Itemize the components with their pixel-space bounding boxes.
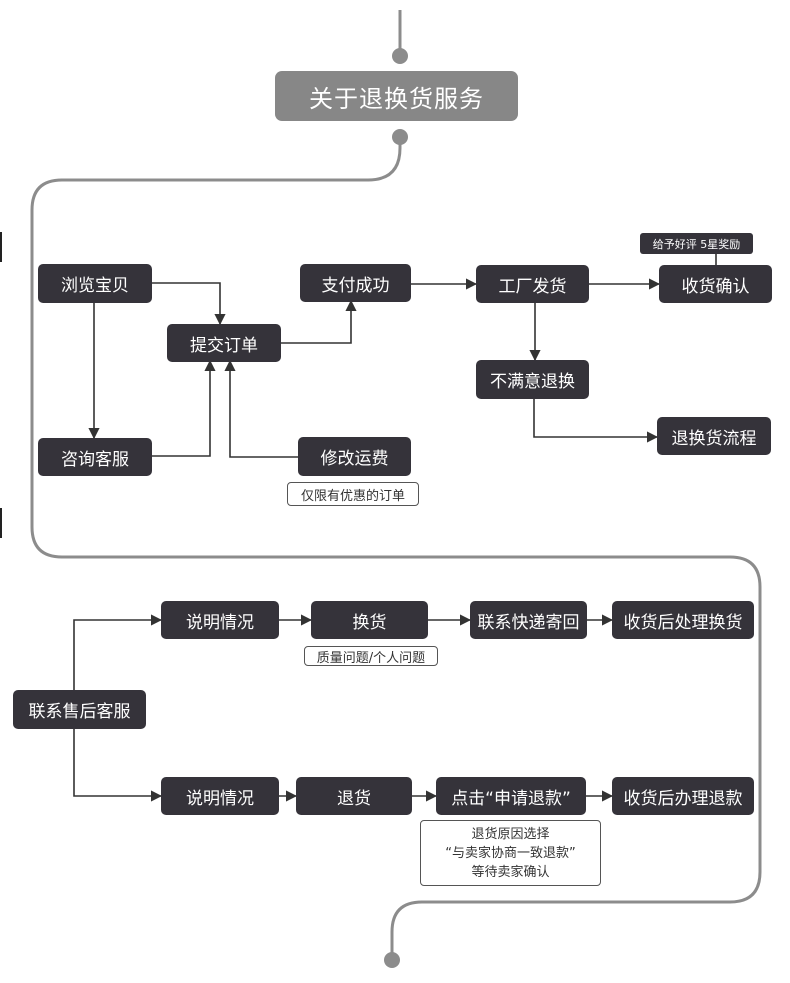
node-explain-exchange: 说明情况 [161, 601, 279, 639]
note-modify-shipping: 仅限有优惠的订单 [287, 482, 419, 506]
track-dots [384, 48, 408, 968]
node-mail-back: 联系快递寄回 [470, 601, 587, 639]
decorative-track [30, 10, 762, 960]
note-refund-line: 等待卖家确认 [471, 864, 550, 880]
note-refund-line: “与卖家协商一致退款” [445, 845, 576, 861]
page-title: 关于退换货服务 [275, 71, 518, 121]
node-modify-shipping: 修改运费 [298, 437, 411, 476]
node-unsatisfied: 不满意退换 [476, 360, 589, 399]
review-reward-badge: 给予好评 5星奖励 [640, 233, 753, 254]
edge-mark [0, 508, 2, 538]
note-exchange: 质量问题/个人问题 [304, 646, 438, 666]
node-factory-ship: 工厂发货 [476, 265, 589, 303]
node-explain-refund: 说明情况 [161, 777, 279, 815]
node-browse: 浏览宝贝 [38, 264, 152, 303]
note-refund-line: 退货原因选择 [471, 826, 550, 842]
node-return: 退货 [296, 777, 412, 815]
node-return-process: 退换货流程 [657, 417, 771, 455]
node-contact-service: 联系售后客服 [13, 690, 146, 729]
node-consult: 咨询客服 [38, 438, 152, 476]
node-confirm-receipt: 收货确认 [659, 265, 772, 303]
edge-mark [0, 232, 2, 262]
node-after-receipt-refund: 收货后办理退款 [612, 777, 754, 815]
node-submit-order: 提交订单 [167, 324, 281, 362]
node-after-receipt-exchange: 收货后处理换货 [612, 601, 754, 639]
note-refund: 退货原因选择 “与卖家协商一致退款” 等待卖家确认 [420, 820, 601, 886]
node-payment-success: 支付成功 [300, 264, 411, 302]
node-exchange: 换货 [311, 601, 428, 639]
node-apply-refund: 点击“申请退款” [436, 777, 586, 815]
